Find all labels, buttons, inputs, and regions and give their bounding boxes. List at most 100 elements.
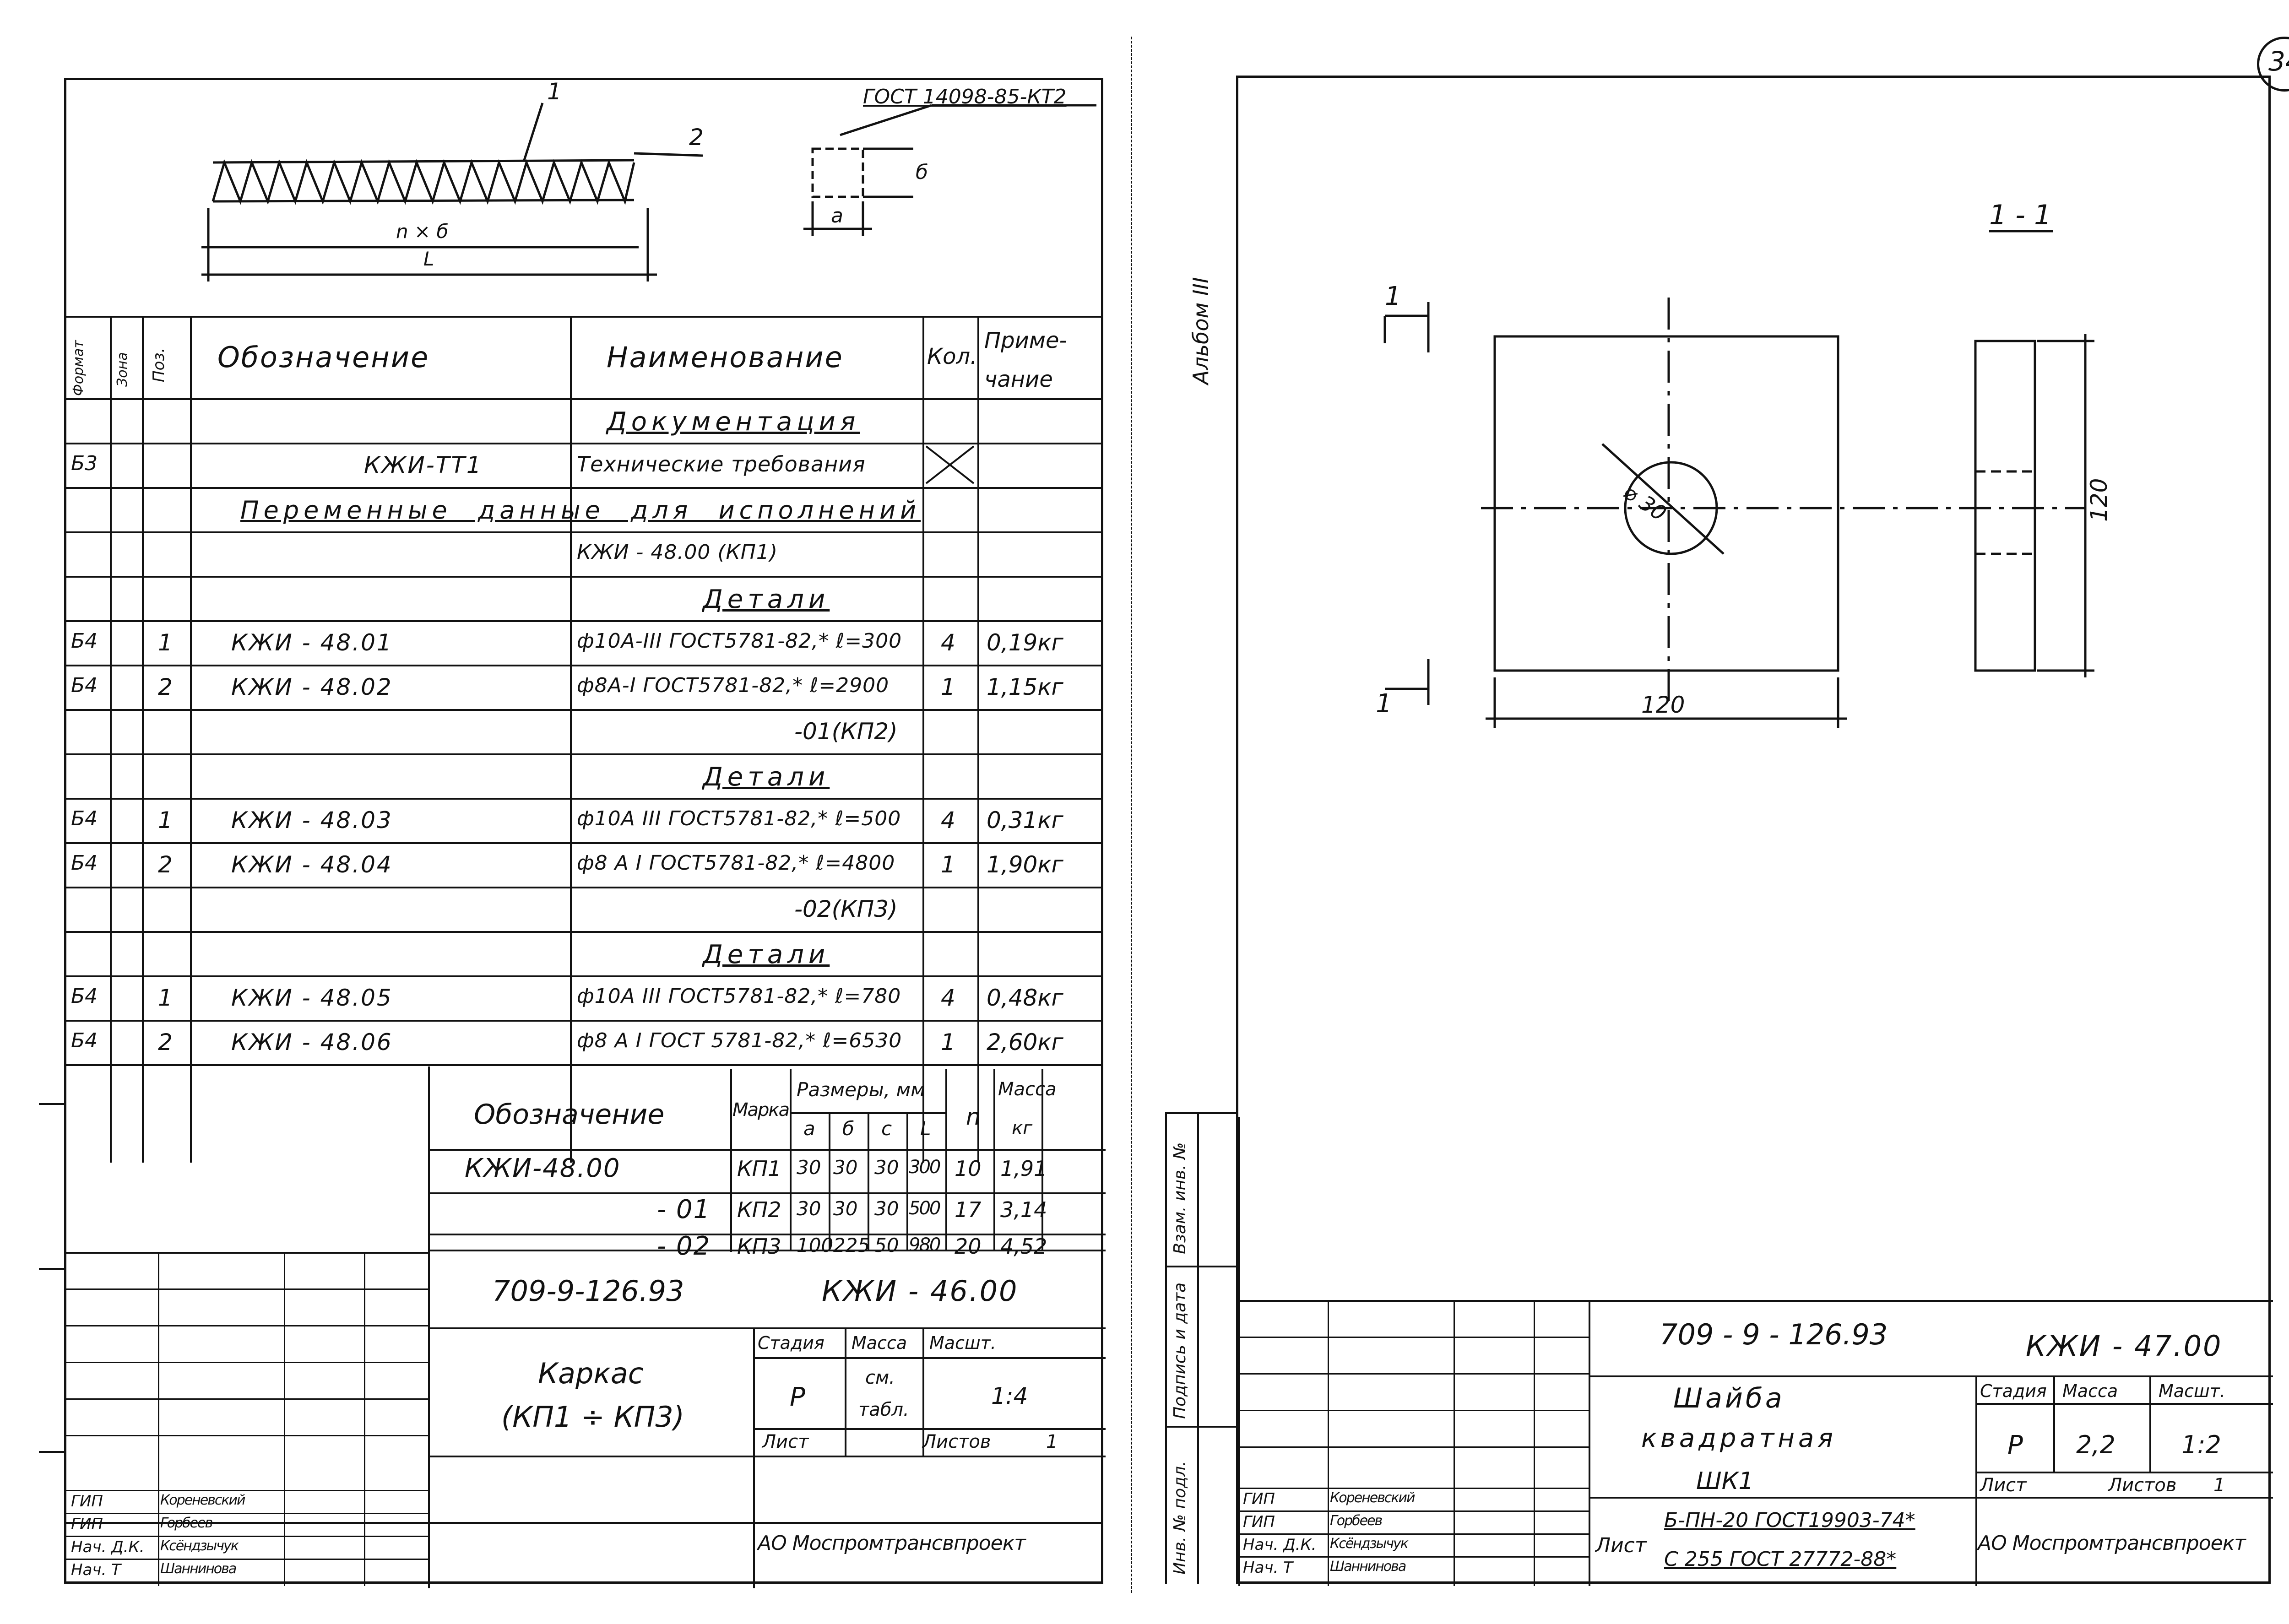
spec-row-designation: КЖИ - 48.02 [231, 674, 393, 700]
spec-row-format: Б4 [71, 807, 98, 830]
spec-header-qty: Кол. [927, 344, 977, 369]
spec-row-line [66, 576, 1101, 578]
spec-row-line [66, 975, 1101, 977]
tb-left-sheet-h: Лист [762, 1431, 809, 1452]
var-row-L: 300 [909, 1157, 941, 1178]
spec-header-note-1: Приме- [984, 328, 1067, 353]
var-h-c: с [881, 1117, 892, 1140]
signer-name: Горбеев [160, 1515, 213, 1531]
var-row-b: 30 [833, 1156, 858, 1179]
spec-row-position: 1 [158, 807, 173, 834]
var-h-b: б [842, 1117, 854, 1140]
var-line [945, 1069, 947, 1250]
tb-left-title-1: Каркас [538, 1357, 644, 1390]
spec-row-position: 1 [158, 985, 173, 1011]
tb-right-title-2: квадратная [1641, 1424, 1837, 1453]
var-row-mass: 4,52 [1000, 1234, 1047, 1259]
tb-right-mass-h: Масса [2062, 1381, 2118, 1401]
var-row-a: 100 [797, 1234, 834, 1256]
tb-right-scale: 1:2 [2181, 1430, 2221, 1459]
washer-drawing [1383, 230, 2094, 728]
var-row-mark: КП2 [737, 1197, 781, 1222]
spec-row-line [66, 931, 1101, 933]
right-sheet: 1 - 1 1 1 ⌀ 30 120 120 709 - 9 - 126.93 … [1236, 76, 2273, 1586]
spec-row-note: 1,15кг [987, 674, 1063, 700]
spec-row-designation: КЖИ - 48.05 [231, 985, 393, 1011]
spec-row-designation: КЖИ - 48.03 [231, 807, 393, 834]
signer-role: Нач. Т [1243, 1559, 1293, 1577]
var-row-L: 500 [909, 1198, 941, 1219]
spec-row-qty: 4 [941, 629, 955, 656]
var-h-mass-1: Масса [998, 1079, 1057, 1100]
var-row-mark: КП1 [737, 1156, 781, 1181]
spec-row-name: Технические требования [577, 452, 866, 476]
tb-right-list-label: Лист [1595, 1534, 1647, 1557]
tb-right-code: КЖИ - 47.00 [2026, 1329, 2223, 1363]
spec-row-line [66, 531, 1101, 533]
tb-right-title-3: ШК1 [1696, 1467, 1754, 1495]
spec-row-variant: -01(КП2) [794, 718, 898, 745]
spec-row-qty: 4 [941, 807, 955, 834]
spec-row-format: Б4 [71, 851, 98, 875]
callout-2: 2 [689, 124, 704, 151]
spec-row-designation: КЖИ - 48.04 [231, 851, 393, 878]
var-row-mass: 3,14 [1000, 1197, 1047, 1222]
side-label-1: Подпись и дата [1171, 1282, 1189, 1419]
tb-right-mass: 2,2 [2076, 1430, 2115, 1459]
var-h-a: а [803, 1117, 815, 1140]
section-label: 1 - 1 [1989, 199, 2052, 231]
side-label-2: Инв. № подл. [1171, 1461, 1189, 1575]
spec-row-section-heading: Детали [703, 940, 830, 969]
var-row-line [428, 1234, 1106, 1235]
dim-width: 120 [1641, 692, 1685, 718]
spec-row-position: 1 [158, 629, 173, 656]
callout-1: 1 [547, 78, 562, 105]
var-row-n: 10 [955, 1156, 982, 1181]
spec-row-position: 2 [158, 851, 173, 878]
tb-right-stage: Р [2007, 1430, 2023, 1460]
tb-right-title-1: Шайба [1673, 1382, 1785, 1414]
spec-header-designation: Обозначение [217, 341, 430, 374]
x-mark-cell [922, 443, 977, 487]
tb-left-org: АО Моспромтрансвпроект [758, 1532, 1026, 1555]
spec-row-position: 2 [158, 674, 173, 700]
tb-left-mass-1: см. [865, 1367, 895, 1388]
spec-row-line [66, 487, 1101, 489]
var-h-sizes: Размеры, мм [797, 1078, 925, 1101]
spec-row-qty: 1 [941, 1029, 955, 1056]
signer-name: Ксёндзычук [1330, 1536, 1409, 1552]
spec-row-designation: КЖИ - 48.06 [231, 1029, 393, 1056]
var-row-a: 30 [797, 1156, 821, 1179]
spec-row-note: 0,19кг [987, 629, 1063, 656]
spec-row-note: 0,48кг [987, 985, 1063, 1011]
spec-row-format: Б4 [71, 629, 98, 653]
var-row-b: 30 [833, 1197, 858, 1220]
tb-left-mass-h: Масса [852, 1333, 907, 1353]
album-label: Альбом III [1188, 277, 1213, 384]
tb-right-org: АО Моспромтрансвпроект [1978, 1532, 2246, 1555]
tb-right-material-1: Б-ПН-20 ГОСТ19903-74* [1664, 1509, 1915, 1532]
tb-left-mass-2: табл. [858, 1399, 909, 1420]
spec-header-zone: Зона [114, 352, 130, 387]
var-line [829, 1112, 830, 1250]
signer-name: Шаннинова [1330, 1559, 1406, 1575]
spec-row-line [66, 709, 1101, 711]
cut-label-bottom: 1 [1376, 689, 1392, 719]
tb-left-code: КЖИ - 46.00 [822, 1274, 1019, 1308]
var-row-c: 30 [874, 1197, 899, 1220]
signer-role: ГИП [71, 1492, 103, 1510]
spec-row-name: ф10А III ГОСТ5781-82,* ℓ=780 [577, 985, 901, 1008]
tb-left-scale: 1:4 [991, 1383, 1028, 1409]
var-row-c: 50 [874, 1234, 899, 1256]
var-row-mass: 1,91 [1000, 1156, 1047, 1181]
dim-b: б [916, 161, 928, 184]
dim-nb: n × б [396, 220, 449, 243]
tb-right-sheet-h: Лист [1980, 1475, 2027, 1496]
spec-row-line [66, 753, 1101, 755]
var-row-mark: КП3 [737, 1234, 781, 1259]
spec-row-span-heading: Переменные данные для исполнений [240, 496, 921, 525]
page-number: 34 [2268, 46, 2289, 77]
var-line [790, 1069, 792, 1250]
spec-row-format: Б4 [71, 1029, 98, 1052]
var-line [428, 1149, 1106, 1151]
